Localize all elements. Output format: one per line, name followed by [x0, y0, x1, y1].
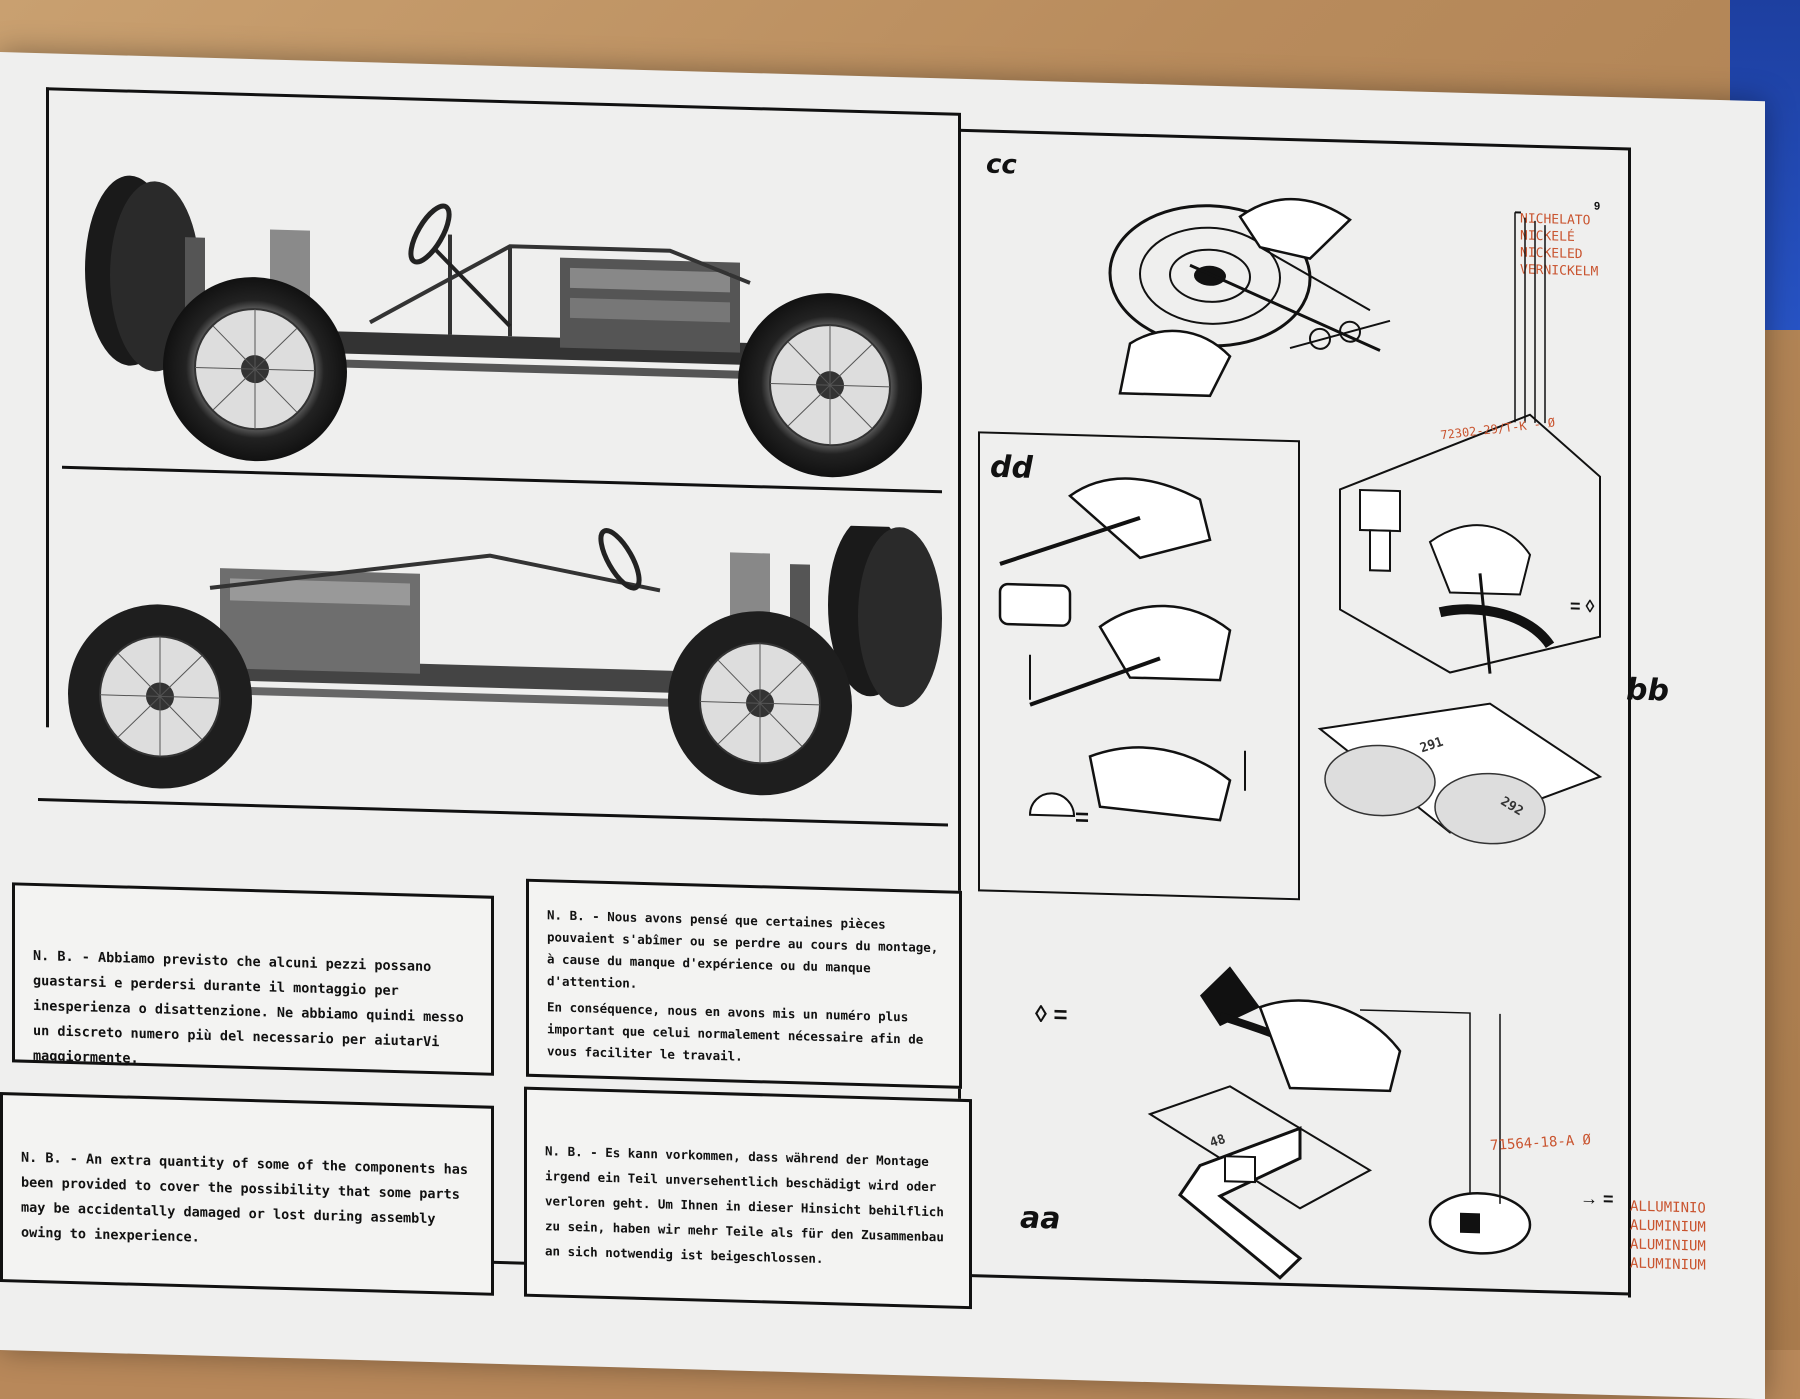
section-label-aa: aa	[1020, 1200, 1061, 1237]
frame-top-left	[46, 87, 958, 116]
section-label-bb: bb	[1626, 672, 1669, 709]
frame-top-right	[958, 128, 1630, 151]
car-chassis-illustration-top	[70, 164, 950, 489]
chassis-top-svg	[85, 175, 922, 478]
page-number: 9	[1594, 200, 1601, 213]
nickel-arrow-lines	[1514, 211, 1546, 424]
alu-de: ALUMINIUM	[1630, 1255, 1706, 1274]
note-english-text: N. B. - An extra quantity of some of the…	[21, 1149, 469, 1246]
bb-equals-sign: = ◊	[1570, 595, 1595, 617]
aa-symbol-equals: ◊ =	[1035, 1000, 1068, 1029]
cc-hands-disc-illustration	[1108, 197, 1391, 398]
frame-divider	[958, 112, 961, 1263]
note-german: N. B. - Es kann vorkommen, dass während …	[524, 1086, 972, 1310]
note-french: N. B. - Nous avons pensé que certaines p…	[526, 878, 962, 1089]
alu-en: ALUMINIUM	[1630, 1236, 1706, 1255]
note-french-text-2: En conséquence, nous en avons mis un num…	[547, 999, 924, 1064]
aluminium-labels: ALLUMINIO ALUMINIUM ALUMINIUM ALUMINIUM	[1630, 1198, 1706, 1276]
manual-page: 9	[0, 52, 1765, 1399]
frame-right	[1628, 147, 1631, 1298]
section-label-cc: cc	[986, 149, 1017, 181]
car-chassis-illustration-bottom	[40, 503, 950, 818]
aa-hammer-wrench-illustration	[1147, 966, 1532, 1280]
alu-it: ALLUMINIO	[1630, 1198, 1706, 1217]
dd-equals-sign: =	[1075, 804, 1090, 832]
dd-illustration-box: =	[978, 431, 1300, 901]
alu-fr: ALUMINIUM	[1630, 1217, 1706, 1236]
dd-screwdriver-illustration	[998, 477, 1246, 822]
aa-arrow-equals: → =	[1580, 1188, 1614, 1210]
bb-screw-package-illustration	[1317, 413, 1603, 845]
note-italian-text: N. B. - Abbiamo previsto che alcuni pezz…	[33, 947, 464, 1067]
note-german-text: N. B. - Es kann vorkommen, dass während …	[545, 1143, 944, 1267]
chassis-bottom-svg	[68, 516, 942, 796]
note-french-text-1: N. B. - Nous avons pensé que certaines p…	[547, 907, 939, 991]
note-italian: N. B. - Abbiamo previsto che alcuni pezz…	[12, 882, 494, 1076]
note-english: N. B. - An extra quantity of some of the…	[0, 1092, 494, 1296]
